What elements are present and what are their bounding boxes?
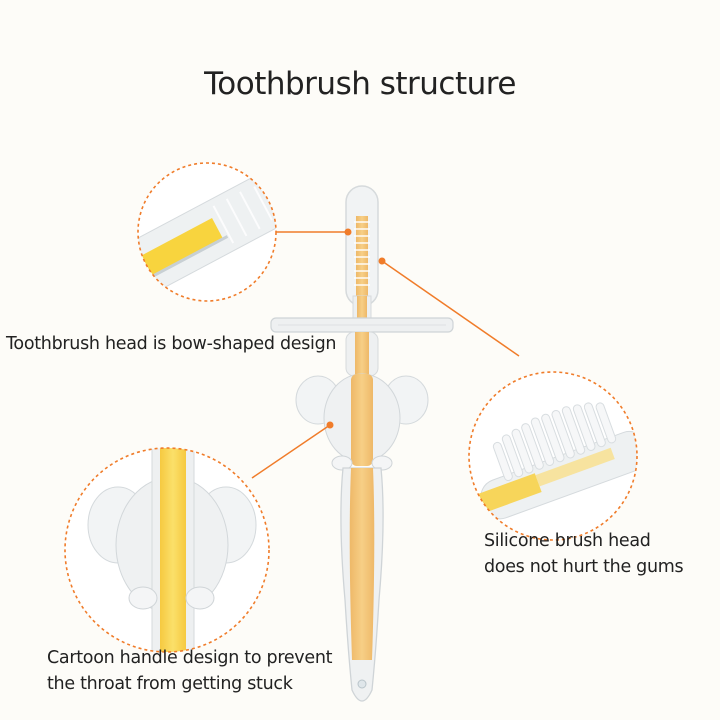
page-title: Toothbrush structure <box>204 66 516 102</box>
callout-label-bristles: Silicone brush head does not hurt the gu… <box>484 531 684 577</box>
callout-circle-head <box>137 162 352 302</box>
toothbrush-body <box>270 185 454 702</box>
callout-label-head: Toothbrush head is bow-shaped design <box>6 334 337 354</box>
callout-circle-handle <box>64 421 334 653</box>
callout-label-handle: Cartoon handle design to prevent the thr… <box>47 648 333 694</box>
